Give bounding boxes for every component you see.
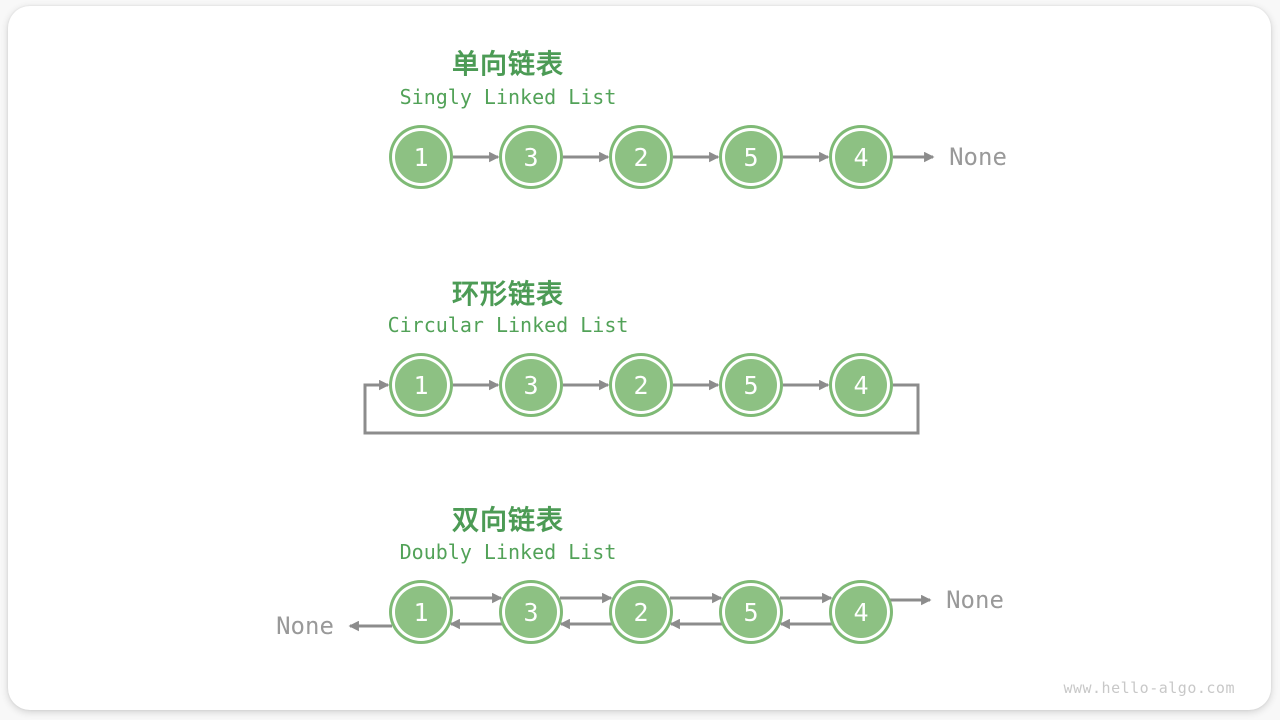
none-label: None — [949, 143, 1007, 171]
linked-list-node: 2 — [615, 359, 667, 411]
none-label: None — [276, 612, 334, 640]
linked-list-node: 1 — [395, 586, 447, 638]
linked-list-node: 1 — [395, 131, 447, 183]
section-title-en: Singly Linked List — [399, 85, 617, 109]
linked-list-node: 3 — [505, 359, 557, 411]
section-title-en: Circular Linked List — [387, 313, 629, 337]
section-title-zh: 双向链表 — [452, 505, 564, 536]
linked-list-node: 1 — [395, 359, 447, 411]
linked-list-node: 4 — [835, 359, 887, 411]
watermark: www.hello-algo.com — [1063, 679, 1235, 697]
linked-list-node: 2 — [615, 131, 667, 183]
section-title-zh: 单向链表 — [452, 49, 564, 80]
linked-list-node: 4 — [835, 586, 887, 638]
linked-list-node: 5 — [725, 131, 777, 183]
linked-list-node: 5 — [725, 359, 777, 411]
linked-list-node: 5 — [725, 586, 777, 638]
section-title-zh: 环形链表 — [452, 279, 564, 310]
linked-list-node: 4 — [835, 131, 887, 183]
linked-list-node: 3 — [505, 586, 557, 638]
linked-list-node: 3 — [505, 131, 557, 183]
linked-list-node: 2 — [615, 586, 667, 638]
none-label: None — [946, 586, 1004, 614]
section-title-en: Doubly Linked List — [399, 540, 617, 564]
